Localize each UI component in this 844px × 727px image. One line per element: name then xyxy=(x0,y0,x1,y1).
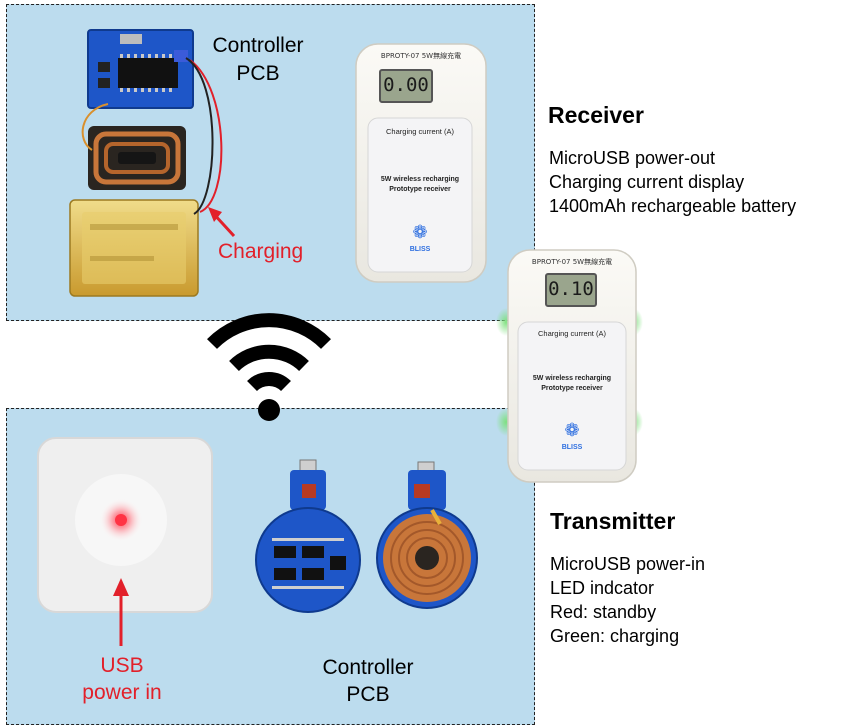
receiver-current-label: Charging current (A) xyxy=(386,127,454,136)
usb-power-label-line1: USB xyxy=(100,654,144,677)
receiver-controller-label-line1: Controller xyxy=(212,34,304,57)
wifi-icon xyxy=(207,313,331,392)
receiver-device-model: BPROTY-07 5W無線充電 xyxy=(380,52,462,60)
usb-power-label-line2: power in xyxy=(82,681,162,704)
receiver-description-line1: 5W wireless recharging xyxy=(380,176,460,183)
transmitter-heading: Transmitter xyxy=(550,508,676,534)
transmitter-description-line2: Prototype receiver xyxy=(541,385,603,392)
receiver-controller-pcb xyxy=(87,29,194,109)
transmitter-controller-label-line2: PCB xyxy=(346,683,390,706)
usb-power-label: USB power in xyxy=(76,652,168,706)
wifi-dot xyxy=(258,399,280,421)
transmitter-device xyxy=(496,249,643,483)
transmitter-current-label: Charging current (A) xyxy=(538,329,606,338)
bliss-logo-icon: ❁ xyxy=(412,222,428,242)
receiver-display-readout: 0.00 xyxy=(383,74,429,96)
bliss-logo-icon-2: ❁ xyxy=(564,420,580,440)
receiver-battery xyxy=(69,199,199,297)
receiver-description: 5W wireless recharging Prototype receive… xyxy=(368,175,472,195)
transmitter-controller-label-line1: Controller xyxy=(322,656,414,679)
receiver-coil xyxy=(88,126,186,190)
transmitter-logo-text: BLISS xyxy=(561,444,583,451)
transmitter-feature-4: Green: charging xyxy=(550,626,680,646)
receiver-features: MicroUSB power-out Charging current disp… xyxy=(549,146,796,218)
transmitter-display-readout: 0.10 xyxy=(548,278,594,300)
receiver-controller-label-line2: PCB xyxy=(236,62,280,85)
receiver-feature-1: MicroUSB power-out xyxy=(549,148,716,168)
receiver-wires xyxy=(81,57,223,215)
transmitter-pcb-back xyxy=(376,461,478,609)
transmitter-description: 5W wireless recharging Prototype receive… xyxy=(518,374,626,394)
transmitter-feature-3: Red: standby xyxy=(550,602,657,622)
receiver-feature-3: 1400mAh rechargeable battery xyxy=(549,196,797,216)
charging-label: Charging xyxy=(218,240,304,263)
receiver-heading: Receiver xyxy=(548,102,644,128)
transmitter-pcb-front xyxy=(255,459,361,613)
charging-arrow xyxy=(208,207,236,238)
transmitter-device-model: BPROTY-07 5W無線充電 xyxy=(531,258,613,266)
receiver-device xyxy=(355,43,487,283)
receiver-description-line2: Prototype receiver xyxy=(389,186,451,193)
transmitter-controller-label: Controller PCB xyxy=(310,654,426,708)
transmitter-features: MicroUSB power-in LED indcator Red: stan… xyxy=(550,552,705,648)
receiver-feature-2: Charging current display xyxy=(549,172,745,192)
receiver-logo-text: BLISS xyxy=(409,246,431,253)
usb-arrow xyxy=(113,578,129,646)
transmitter-pad xyxy=(37,437,213,613)
transmitter-description-line1: 5W wireless recharging xyxy=(532,375,612,382)
transmitter-feature-2: LED indcator xyxy=(550,578,655,598)
receiver-controller-label: Controller PCB xyxy=(200,32,316,88)
transmitter-feature-1: MicroUSB power-in xyxy=(550,554,706,574)
